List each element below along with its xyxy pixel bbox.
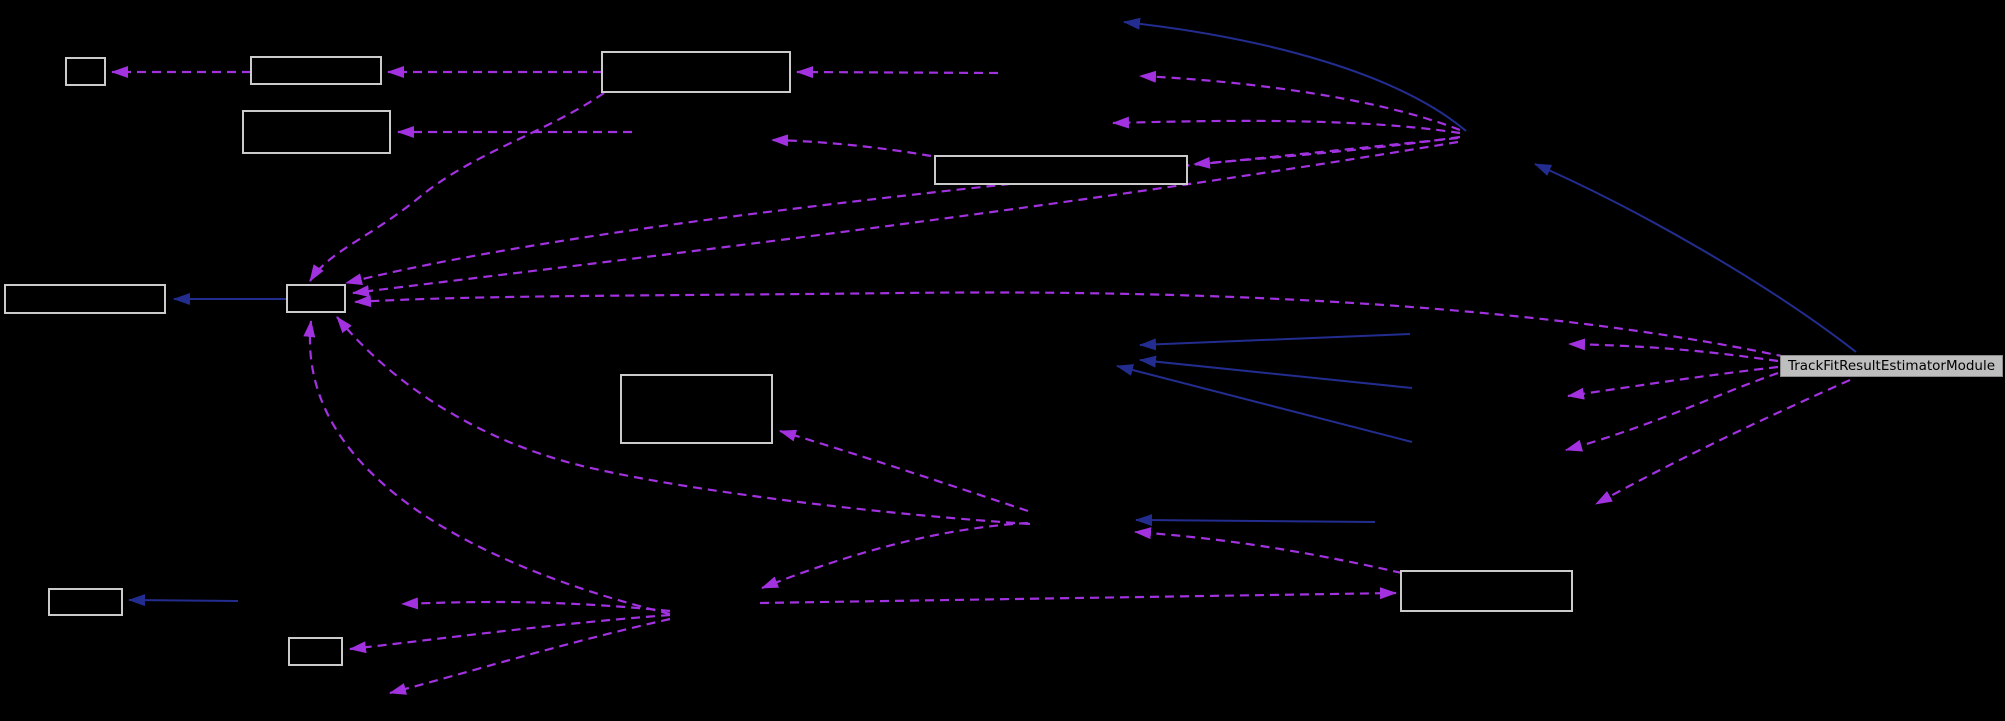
edge-hub-to-topleft-hidden — [1123, 17, 1467, 132]
edge-hidden4-to-bottomright — [759, 587, 1397, 605]
edge-hidden4-to-midleftsmall — [303, 320, 671, 616]
node-trackfitresultestimatormodule[interactable]: TrackFitResultEstimatorModule — [1780, 355, 2003, 377]
node-top-center-large[interactable] — [601, 51, 791, 93]
edge-hidden14-to-bottomleft — [128, 594, 239, 607]
edge-main-to-hidden9 — [1567, 365, 1779, 400]
node-center-large[interactable] — [620, 374, 773, 444]
edge-hub-to-hidden1 — [1139, 70, 1461, 132]
edge-main-to-hidden10 — [1565, 371, 1779, 452]
edge-hidden8-to-hidden12 — [1139, 333, 1411, 351]
edge-main-to-midleftsmall — [354, 291, 1801, 362]
node-top-left-small[interactable] — [65, 57, 106, 86]
edge-hidden9-to-hidden12 — [1139, 355, 1413, 389]
node-mid-left-wide[interactable] — [4, 284, 166, 314]
edge-main-to-hidden11 — [1595, 378, 1851, 505]
node-bottom-left[interactable] — [48, 588, 123, 616]
node-bottom-right-wide[interactable] — [1400, 570, 1573, 612]
edge-hub-to-midleftsmall-b — [352, 140, 1459, 297]
edge-hidden5-to-hidden4 — [761, 521, 1029, 590]
node-bottom-small[interactable] — [288, 637, 343, 666]
edge-hidden5-to-midleftsmall — [336, 316, 1031, 526]
node-top-left-wide[interactable] — [250, 56, 382, 85]
edge-hidden4-to-hidden6 — [401, 597, 671, 613]
node-top-right-wide[interactable] — [934, 155, 1188, 185]
edge-main-to-hub — [1534, 163, 1857, 353]
edge-toprightwide-to-hidden3 — [771, 134, 932, 158]
edge-topcenter-to-midleftsmall — [309, 92, 605, 282]
edge-hub-to-midleftsmall-a — [345, 136, 1459, 285]
node-mid-left-small[interactable] — [286, 284, 346, 313]
edge-hidden13-to-hidden5 — [1135, 514, 1376, 527]
edge-main-to-hidden8 — [1568, 338, 1779, 363]
node-top-left-tall[interactable] — [242, 110, 391, 154]
edge-hub-to-hidden2 — [1112, 116, 1461, 135]
edge-hidden4-to-hidden7 — [389, 617, 671, 695]
edge-bottomright-to-hidden5 — [1134, 527, 1403, 575]
edge-hidden1-to-topcenter — [796, 66, 999, 79]
edge-hidden4-to-bottomsmall — [349, 613, 671, 654]
edge-hidden5-to-centerlarge — [779, 429, 1029, 513]
edge-hidden10-to-hidden12 — [1116, 364, 1413, 443]
